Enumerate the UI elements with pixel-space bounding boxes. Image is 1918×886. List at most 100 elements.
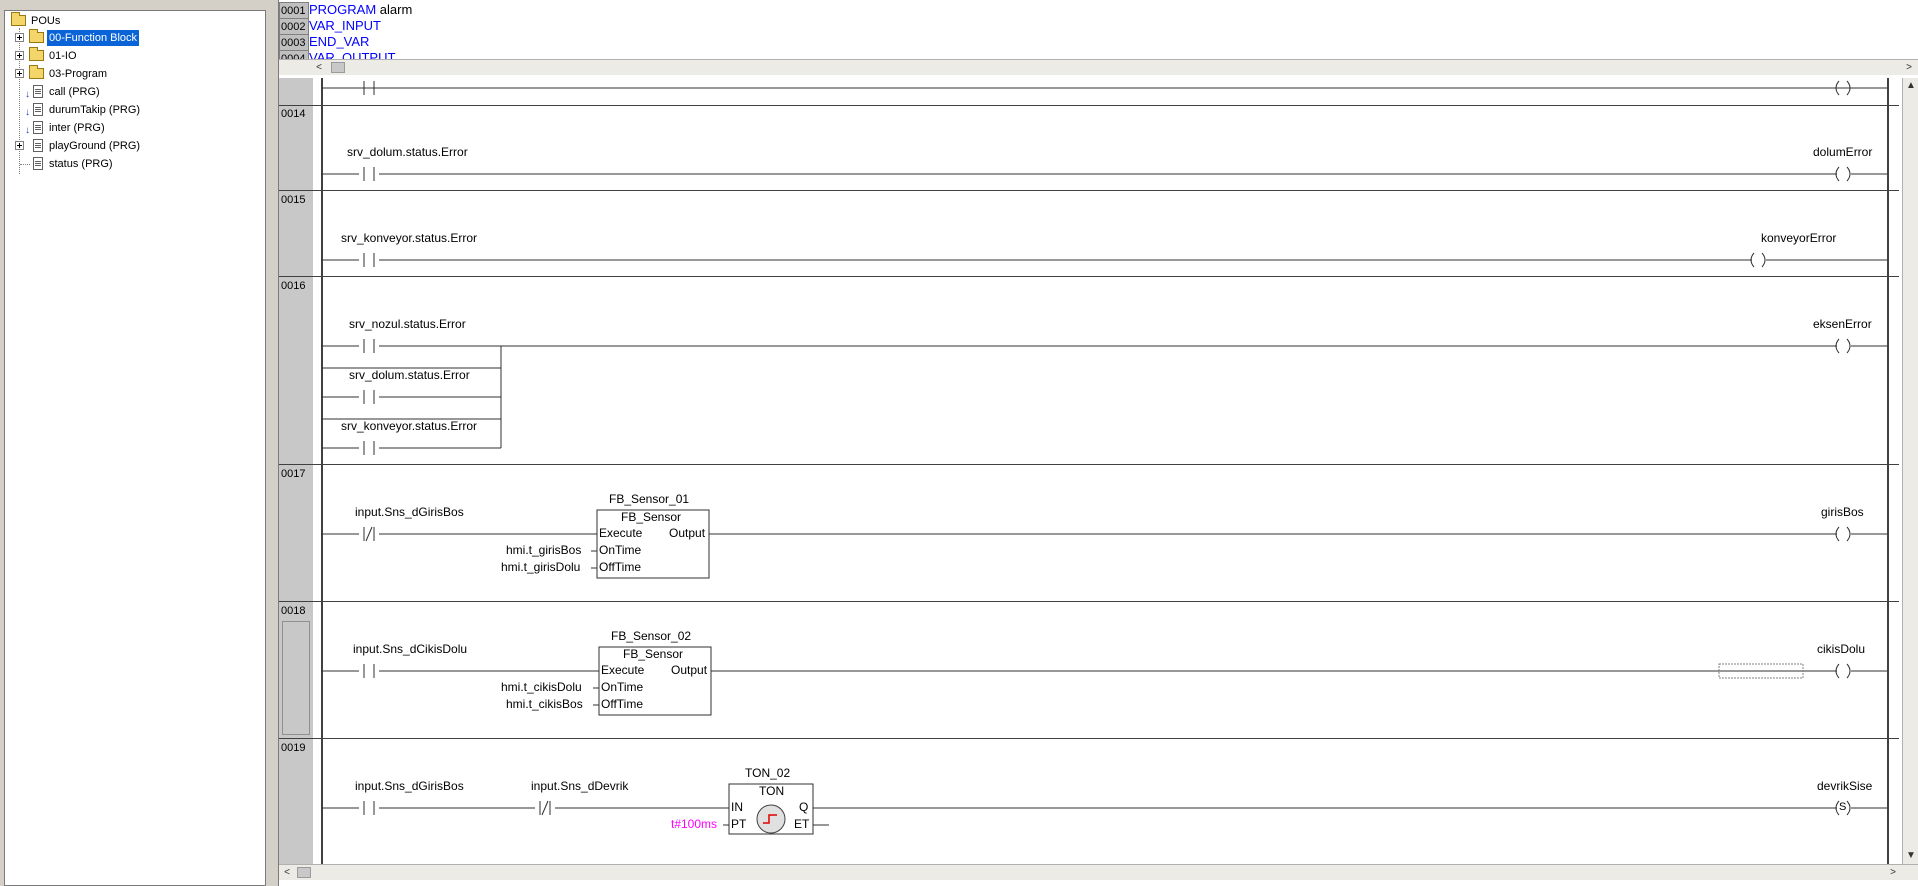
scroll-down-icon[interactable]: ▼ — [1906, 850, 1916, 861]
scroll-left-icon[interactable]: < — [284, 867, 290, 878]
fb-input-pin: OnTime — [599, 543, 642, 557]
declaration-horizontal-scrollbar[interactable]: < > — [279, 59, 1918, 75]
contact-label[interactable]: input.Sns_dGirisBos — [355, 779, 464, 793]
network-selection-marker — [282, 621, 310, 735]
contact-label[interactable]: srv_konveyor.status.Error — [341, 231, 478, 245]
set-coil-symbol: S — [1839, 801, 1847, 813]
contact-label[interactable]: srv_dolum.status.Error — [349, 368, 470, 382]
left-power-rail — [321, 78, 323, 864]
tree-item-label: inter (PRG) — [49, 122, 105, 134]
expand-icon[interactable] — [15, 33, 24, 42]
coil-label[interactable]: konveyorError — [1761, 231, 1837, 245]
ladder-editor[interactable]: 0014 0015 0016 0017 0018 0019 — [279, 78, 1899, 864]
call-arrow-icon: ↓ — [25, 89, 30, 100]
contact-label[interactable]: input.Sns_dGirisBos — [355, 505, 464, 519]
coil-label[interactable]: dolumError — [1813, 145, 1873, 159]
line-number: 0001 — [279, 2, 309, 20]
ladder-horizontal-scrollbar[interactable]: < > — [279, 864, 1918, 880]
network-separator — [279, 601, 1899, 602]
coil-label[interactable]: eksenError — [1813, 317, 1872, 331]
scroll-thumb[interactable] — [297, 867, 311, 878]
tree-guide-line — [19, 28, 20, 174]
contact-label[interactable]: srv_konveyor.status.Error — [341, 419, 478, 433]
folder-icon — [29, 65, 44, 79]
expand-icon[interactable] — [15, 141, 24, 150]
tree-item-label: playGround (PRG) — [49, 140, 141, 152]
tree-item-label: durumTakip (PRG) — [49, 104, 141, 116]
fb-input-pin: Execute — [601, 663, 645, 677]
network-number: 0014 — [281, 108, 306, 120]
fb-input-pin: Execute — [599, 526, 643, 540]
pane-splitter[interactable] — [268, 0, 276, 886]
network-separator — [279, 105, 1899, 106]
fb-input-pin: OffTime — [599, 560, 642, 574]
document-icon — [33, 85, 43, 98]
fb-instance-name[interactable]: FB_Sensor_02 — [611, 629, 692, 643]
ladder-vertical-scrollbar[interactable]: ▲ ▼ — [1902, 78, 1918, 864]
fb-input-pin: OnTime — [601, 680, 644, 694]
network-number: 0019 — [281, 742, 306, 754]
pou-tree-panel: POUs 00-Function Block 01-IO 03-Program … — [4, 10, 266, 886]
fb-argument[interactable]: hmi.t_cikisBos — [506, 697, 583, 711]
fb-type-name: FB_Sensor — [621, 510, 682, 524]
scroll-right-icon[interactable]: > — [1906, 62, 1912, 73]
tree-guide-line — [20, 164, 30, 165]
network-number: 0016 — [281, 280, 306, 292]
fb-output-pin: Q — [799, 800, 809, 814]
fb-argument[interactable]: hmi.t_cikisDolu — [501, 680, 582, 694]
fb-argument[interactable]: hmi.t_girisDolu — [501, 560, 581, 574]
tree-item-label: 00-Function Block — [47, 30, 140, 46]
network-separator — [279, 738, 1899, 739]
contact-label[interactable]: srv_dolum.status.Error — [347, 145, 468, 159]
fb-type-name: FB_Sensor — [623, 647, 684, 661]
call-arrow-icon: ↓ — [25, 107, 30, 118]
folder-open-icon — [11, 12, 26, 26]
fb-instance-name[interactable]: FB_Sensor_01 — [609, 492, 690, 506]
network-number: 0015 — [281, 194, 306, 206]
coil-label[interactable]: devrikSise — [1817, 779, 1873, 793]
document-icon — [33, 121, 43, 134]
fb-argument[interactable]: hmi.t_girisBos — [506, 543, 582, 557]
network-number-strip — [279, 78, 313, 864]
contact-label[interactable]: input.Sns_dDevrik — [531, 779, 629, 793]
document-icon — [33, 157, 43, 170]
coil-label[interactable]: cikisDolu — [1817, 642, 1866, 656]
fb-input-pin: IN — [731, 800, 743, 814]
expand-icon[interactable] — [15, 69, 24, 78]
call-arrow-icon: ↓ — [25, 125, 30, 136]
expand-icon[interactable] — [15, 51, 24, 60]
keyword: PROGRAM — [309, 2, 377, 17]
network-number: 0017 — [281, 468, 306, 480]
ladder-graphics — [321, 80, 1887, 835]
time-literal[interactable]: t#100ms — [671, 817, 718, 831]
line-number: 0004 — [279, 50, 309, 60]
tree-item-label: 01-IO — [49, 50, 77, 62]
scroll-up-icon[interactable]: ▲ — [1906, 80, 1916, 91]
right-power-rail — [1887, 78, 1889, 864]
fb-input-pin: PT — [731, 817, 747, 831]
scroll-left-icon[interactable]: < — [316, 62, 322, 73]
ladder-document-icon — [33, 103, 43, 116]
contact-label[interactable]: input.Sns_dCikisDolu — [353, 642, 468, 656]
network-separator — [279, 276, 1899, 277]
decl-text: alarm — [376, 2, 413, 17]
fb-output-pin: ET — [794, 817, 810, 831]
tree-item-label: call (PRG) — [49, 86, 100, 98]
scroll-thumb[interactable] — [331, 62, 345, 73]
network-number: 0018 — [281, 605, 306, 617]
scroll-right-icon[interactable]: > — [1890, 867, 1896, 878]
fb-instance-name[interactable]: TON_02 — [745, 766, 791, 780]
tree-root-label: POUs — [31, 15, 61, 27]
keyword: END_VAR — [309, 34, 370, 49]
contact-label[interactable]: srv_nozul.status.Error — [349, 317, 466, 331]
fb-output-pin: Output — [669, 526, 706, 540]
coil-label[interactable]: girisBos — [1821, 505, 1864, 519]
fb-input-pin: OffTime — [601, 697, 644, 711]
network-separator — [279, 464, 1899, 465]
